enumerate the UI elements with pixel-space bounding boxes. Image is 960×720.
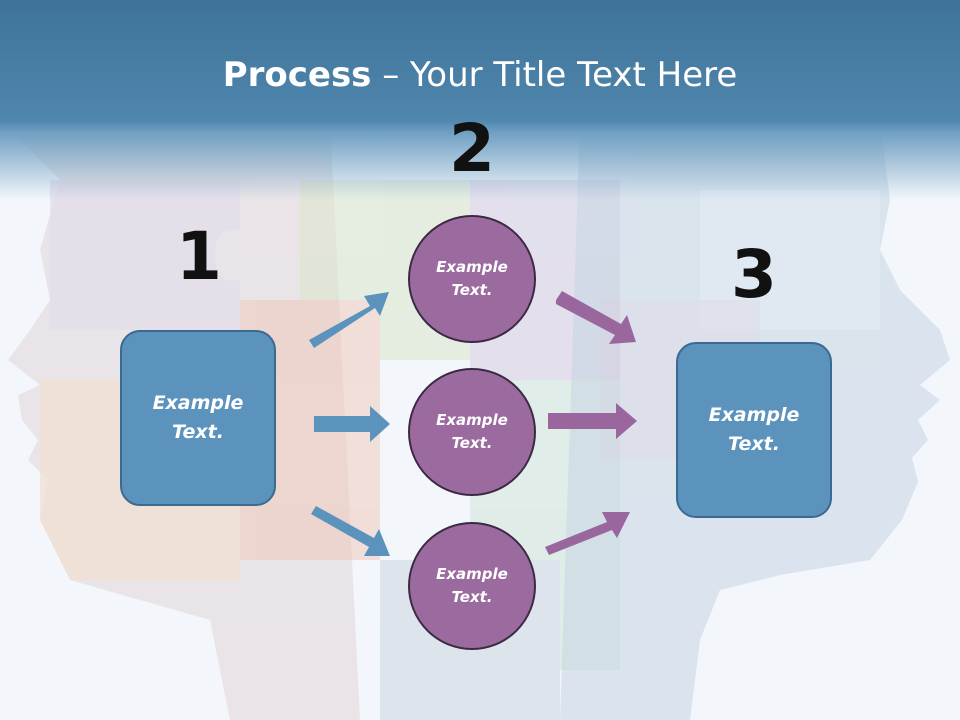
left-box-text: Example Text. xyxy=(152,392,244,443)
circle-bottom: Example Text. xyxy=(408,522,536,650)
arrow-to-middle-circle xyxy=(314,406,390,442)
purple-arrows xyxy=(545,291,637,555)
puzzle-piece-pale-blue xyxy=(700,190,880,330)
circle-middle: Example Text. xyxy=(408,368,536,496)
circle-middle-text: Example Text. xyxy=(436,411,508,452)
arrow-from-middle-circle xyxy=(548,403,637,439)
puzzle-piece-lilac xyxy=(50,180,240,330)
arrow-from-bottom-circle xyxy=(545,512,630,555)
step-number-1: 1 xyxy=(176,218,222,295)
circle-top: Example Text. xyxy=(408,215,536,343)
right-box: Example Text. xyxy=(676,342,832,518)
step-number-3: 3 xyxy=(731,236,777,313)
title-rest: – Your Title Text Here xyxy=(371,55,738,95)
slide-title: Process – Your Title Text Here xyxy=(0,52,960,98)
title-bold: Process xyxy=(222,55,372,95)
right-box-text: Example Text. xyxy=(708,404,800,455)
arrow-from-top-circle xyxy=(556,291,636,344)
title-band xyxy=(0,0,960,200)
circle-bottom-text: Example Text. xyxy=(436,565,508,606)
arrow-to-top-circle xyxy=(309,292,389,348)
step-number-2: 2 xyxy=(449,110,495,187)
blue-arrows xyxy=(309,292,390,556)
arrow-to-bottom-circle xyxy=(311,506,390,556)
circle-top-text: Example Text. xyxy=(436,258,508,299)
left-box: Example Text. xyxy=(120,330,276,506)
